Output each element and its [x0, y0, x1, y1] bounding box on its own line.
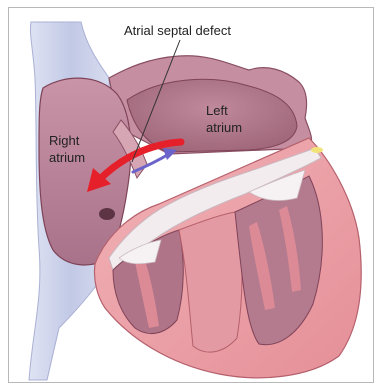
left-atrium-label-line1: Left [206, 103, 228, 118]
atrial-septal-defect-label: Atrial septal defect [124, 23, 231, 38]
heart-illustration: Atrial septal defect Right atrium Left a… [9, 8, 373, 382]
right-atrium-label-line2: atrium [49, 150, 85, 165]
left-atrium-label-line2: atrium [206, 120, 242, 135]
right-atrium-label-line1: Right [49, 133, 80, 148]
heart-diagram-frame: Atrial septal defect Right atrium Left a… [8, 7, 374, 383]
coronary-sinus-opening [99, 208, 115, 220]
fat-pad [311, 147, 323, 153]
